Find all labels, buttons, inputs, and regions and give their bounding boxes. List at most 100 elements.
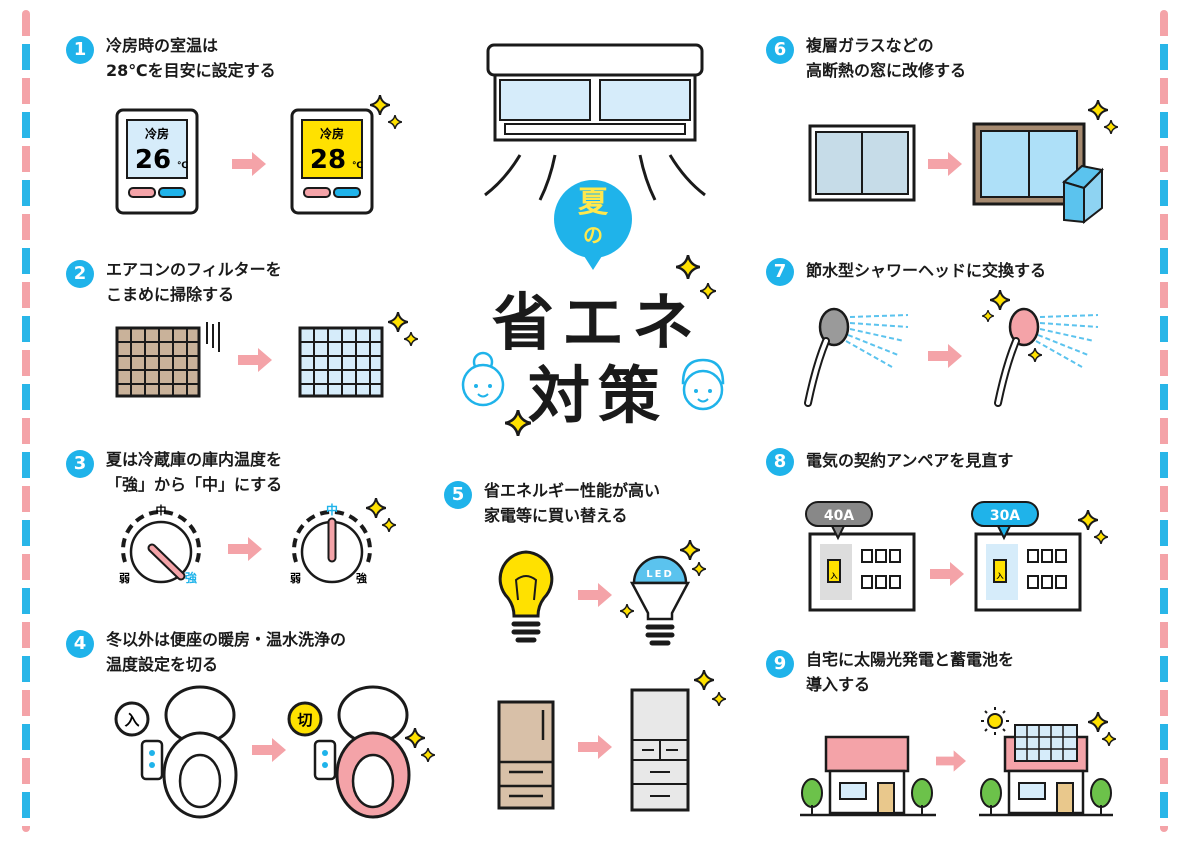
dial-label-weak: 弱 xyxy=(290,572,301,585)
title-line2: 対策 xyxy=(528,359,669,432)
arrow-icon xyxy=(578,583,612,607)
tip-number-badge: 8 xyxy=(766,448,794,476)
tip-number-badge: 5 xyxy=(444,481,472,509)
arrow-icon xyxy=(228,537,262,561)
led-bulb-illustration: LED xyxy=(629,555,691,646)
arrow-icon xyxy=(238,348,272,372)
incandescent-bulb-illustration xyxy=(498,550,554,643)
girl-face-icon xyxy=(461,351,505,407)
dial-label-mid: 中 xyxy=(156,503,167,517)
arrow-icon xyxy=(928,344,962,368)
clean-filter-illustration xyxy=(298,326,384,398)
tip-title: 冷房時の室温は 28℃を目安に設定する xyxy=(106,33,276,83)
breaker-switch-label: 入 xyxy=(830,572,838,580)
sparkle-icon xyxy=(505,410,531,436)
sparkle-icon xyxy=(1088,712,1116,746)
air-conditioner-illustration xyxy=(484,43,706,201)
tip-title-line: 冬以外は便座の暖房・温水洗浄の xyxy=(106,630,347,649)
tip-title: 自宅に太陽光発電と蓄電池を導入する xyxy=(806,647,1014,697)
tip-title: 電気の契約アンペアを見直す xyxy=(806,451,1014,470)
tip-title-line: こまめに掃除する xyxy=(106,285,235,304)
tip-title: 冬以外は便座の暖房・温水洗浄の温度設定を切る xyxy=(106,627,346,677)
tip-number-badge: 2 xyxy=(66,260,94,288)
tip-title-line: 家電等に買い替える xyxy=(484,506,628,525)
dial-label-weak: 弱 xyxy=(119,572,130,585)
single-pane-window-illustration xyxy=(808,124,916,202)
tip-title: 節水型シャワーヘッドに交換する xyxy=(806,261,1047,280)
sparkle-icon xyxy=(1078,510,1108,544)
thermostat-26-illustration: 冷房 26 ℃ xyxy=(115,108,199,215)
new-refrigerator-illustration xyxy=(630,688,690,812)
house-illustration xyxy=(800,735,936,817)
amperage-before: 40A xyxy=(824,508,854,524)
sparkle-icon xyxy=(388,312,418,346)
fridge-dial-strong-illustration: 中 弱 強 xyxy=(119,503,201,585)
title-line1: 省エネ xyxy=(492,286,703,359)
tip-title-line: 温度設定を切る xyxy=(106,655,219,674)
sparkle-icon xyxy=(1088,100,1118,134)
right-dashed-border xyxy=(1160,10,1168,832)
tip-title-line: エアコンのフィルターを xyxy=(106,260,282,279)
old-shower-head-illustration xyxy=(804,307,909,407)
dirty-filter-illustration xyxy=(115,322,220,398)
arrow-icon xyxy=(936,750,966,772)
boy-face-icon xyxy=(681,358,725,411)
tip-title-line: 導入する xyxy=(806,675,871,694)
arrow-icon xyxy=(252,738,286,762)
temperature-before: 26 xyxy=(135,145,171,175)
tip-title-line: 28℃を目安に設定する xyxy=(106,61,276,80)
breaker-30a-illustration: 入 30A xyxy=(971,501,1082,612)
old-refrigerator-illustration xyxy=(497,700,555,810)
led-label: LED xyxy=(646,569,674,580)
breaker-switch-label: 入 xyxy=(996,572,1004,580)
arrow-icon xyxy=(930,562,964,586)
temperature-after: 28 xyxy=(310,145,346,175)
title-season: 夏 xyxy=(578,185,608,220)
tip-title: エアコンのフィルターをこまめに掃除する xyxy=(106,257,282,307)
tip-title-line: 夏は冷蔵庫の庫内温度を xyxy=(106,450,283,469)
dial-label-strong: 強 xyxy=(185,570,197,585)
water-saving-shower-head-illustration xyxy=(994,307,1099,407)
title-particle: の xyxy=(583,223,603,247)
tip-title-line: 複層ガラスなどの xyxy=(806,36,934,55)
arrow-icon xyxy=(578,735,612,759)
panel-label: 冷房 xyxy=(145,126,169,141)
sparkle-icon xyxy=(370,95,402,129)
summer-bubble: 夏 の xyxy=(554,180,632,270)
tip-title: 省エネルギー性能が高い家電等に買い替える xyxy=(484,478,660,528)
toilet-seat-on-illustration: 入 xyxy=(114,685,238,819)
toilet-seat-off-illustration: 切 xyxy=(287,685,411,819)
amperage-after: 30A xyxy=(990,508,1020,524)
tip-title: 複層ガラスなどの高断熱の窓に改修する xyxy=(806,33,966,83)
dial-label-strong: 強 xyxy=(356,571,367,585)
tip-title-line: 「強」から「中」にする xyxy=(106,475,283,494)
left-dashed-border xyxy=(22,10,30,832)
breaker-40a-illustration: 入 40A xyxy=(805,501,916,612)
tip-number-badge: 6 xyxy=(766,36,794,64)
dial-label-mid: 中 xyxy=(326,502,338,517)
double-glazed-window-illustration xyxy=(972,122,1105,225)
tip-title-line: 冷房時の室温は xyxy=(106,36,219,55)
tip-number-badge: 9 xyxy=(766,650,794,678)
fridge-dial-mid-illustration: 中 弱 強 xyxy=(290,502,372,585)
sparkle-icon xyxy=(405,728,435,762)
toilet-on-label: 入 xyxy=(124,711,139,729)
arrow-icon xyxy=(232,152,266,176)
tip-title: 夏は冷蔵庫の庫内温度を「強」から「中」にする xyxy=(106,447,282,497)
solar-house-illustration xyxy=(979,707,1113,817)
tip-number-badge: 7 xyxy=(766,258,794,286)
toilet-off-label: 切 xyxy=(297,711,312,729)
arrow-icon xyxy=(928,152,962,176)
sparkle-icon xyxy=(982,290,1042,362)
temperature-unit: ℃ xyxy=(352,161,363,171)
tip-number-badge: 4 xyxy=(66,630,94,658)
thermostat-28-illustration: 冷房 28 ℃ xyxy=(290,108,374,215)
tip-title-line: 自宅に太陽光発電と蓄電池を xyxy=(806,650,1015,669)
tip-title-line: 省エネルギー性能が高い xyxy=(484,481,661,500)
sparkle-icon xyxy=(676,255,716,299)
tip-number-badge: 1 xyxy=(66,36,94,64)
temperature-unit: ℃ xyxy=(177,161,188,171)
sparkle-icon xyxy=(366,498,396,532)
sparkle-icon xyxy=(620,540,706,618)
